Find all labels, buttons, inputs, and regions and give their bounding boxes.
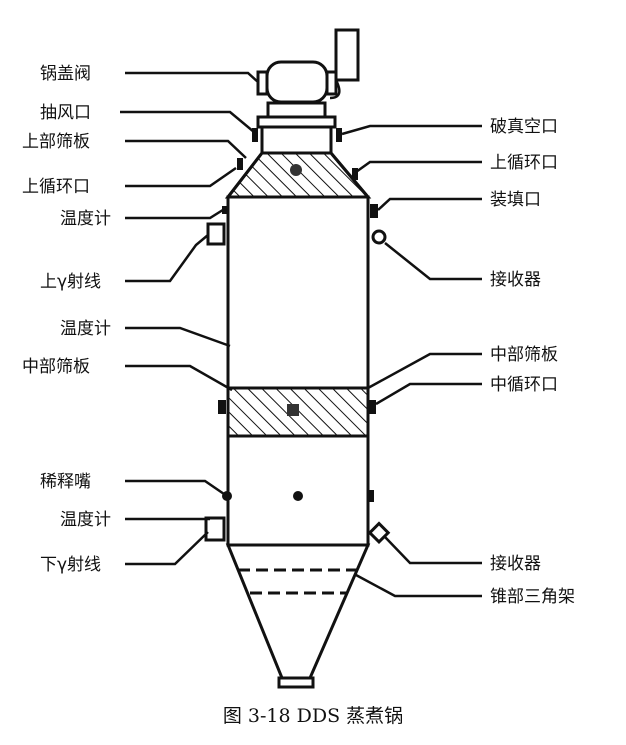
label-thermometer-3: 温度计	[60, 510, 111, 530]
leader-lines	[120, 71, 482, 598]
label-thermometer-2: 温度计	[60, 319, 111, 339]
label-thermometer-1: 温度计	[60, 209, 111, 229]
lower-gamma-port	[204, 516, 226, 542]
upper-circ-right-stub	[352, 168, 358, 180]
label-receiver-1: 接收器	[490, 270, 541, 290]
label-middle-sieve-left: 中部筛板	[22, 357, 90, 377]
label-middle-sieve-right: 中部筛板	[490, 345, 558, 365]
upper-sieve-center-mark	[290, 164, 302, 176]
label-lower-gamma: 下γ射线	[40, 555, 101, 575]
vessel	[204, 28, 391, 689]
lid-valve-actuator-arm	[329, 79, 341, 100]
upper-circ-left-stub	[237, 158, 243, 170]
label-suction-port: 抽风口	[40, 103, 91, 123]
label-filling-port: 装填口	[490, 190, 541, 210]
figure-caption: 图 3-18 DDS 蒸煮锅	[223, 705, 403, 727]
right-lower-stub	[368, 490, 374, 502]
center-dot	[293, 491, 303, 501]
label-middle-circ: 中循环口	[490, 375, 558, 395]
receiver-2-port	[367, 521, 391, 545]
lid-valve-flange-left	[256, 70, 269, 96]
label-dilution-nozzle: 稀释嘴	[40, 472, 91, 492]
neck-lower	[260, 125, 333, 155]
lower-cone	[225, 543, 371, 680]
bottom-outlet	[277, 676, 315, 689]
left-labels: 锅盖阀 抽风口 上部筛板 上循环口 温度计 上γ射线 温度计 中部筛板 稀释嘴 …	[22, 64, 111, 575]
suction-port-stub	[252, 128, 258, 142]
upper-gamma-port	[206, 222, 226, 246]
label-receiver-2: 接收器	[490, 554, 541, 574]
label-upper-sieve: 上部筛板	[22, 132, 90, 152]
filling-port-stub	[370, 204, 378, 218]
lid-valve-flange-right	[325, 70, 338, 96]
right-labels: 破真空口 上循环口 装填口 接收器 中部筛板 中循环口 接收器 锥部三角架	[490, 117, 575, 607]
lid-valve-body	[265, 60, 329, 104]
label-vacuum-break: 破真空口	[490, 117, 558, 137]
label-upper-gamma: 上γ射线	[40, 272, 101, 292]
receiver-1-port	[371, 229, 387, 245]
dilution-nozzle	[222, 491, 232, 501]
label-cone-tripod: 锥部三角架	[490, 587, 575, 607]
label-lid-valve: 锅盖阀	[40, 64, 91, 84]
middle-sieve-center-mark	[287, 404, 299, 416]
middle-left-stub	[218, 400, 226, 414]
neck	[266, 101, 327, 119]
label-upper-circ-right: 上循环口	[490, 153, 558, 173]
lid-valve-actuator	[334, 28, 360, 82]
label-upper-circ-left: 上循环口	[22, 177, 90, 197]
vacuum-break-stub	[336, 128, 342, 142]
middle-circ-stub	[368, 400, 376, 414]
